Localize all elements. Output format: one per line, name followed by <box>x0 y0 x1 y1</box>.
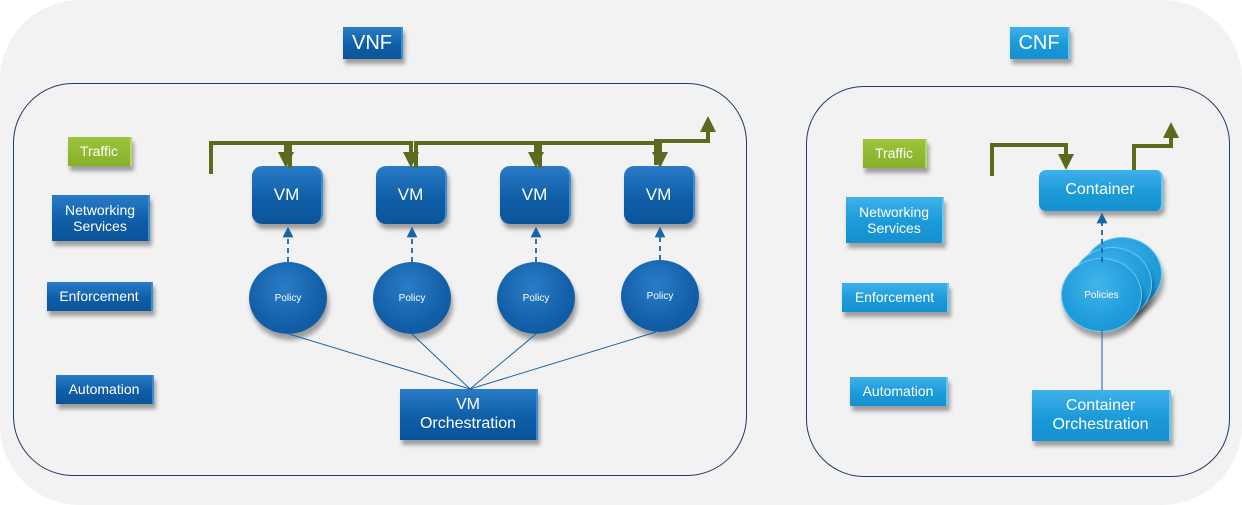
policies-stack-front: Policies <box>1061 258 1142 332</box>
vm-orchestration: VM Orchestration <box>400 389 538 440</box>
policy-circle: Policy <box>497 262 575 334</box>
cnf-title: CNF <box>1010 27 1070 59</box>
vm-orchestration-line1: VM <box>456 396 480 414</box>
vm-label: VM <box>273 185 300 205</box>
vm-box: VM <box>624 166 695 224</box>
cnf-legend-automation-text: Automation <box>862 383 934 400</box>
policy-label: Policy <box>522 292 550 304</box>
cnf-legend-traffic: Traffic <box>863 139 927 168</box>
vnf-legend-traffic-text: Traffic <box>79 143 119 160</box>
container-box: Container <box>1039 170 1163 211</box>
vm-label: VM <box>645 185 672 205</box>
vm-box: VM <box>252 166 323 224</box>
policy-circle: Policy <box>373 262 451 334</box>
vnf-legend-automation: Automation <box>56 375 154 404</box>
policies-label: Policies <box>1084 289 1119 301</box>
vnf-legend-enforcement: Enforcement <box>47 282 153 311</box>
policy-label: Policy <box>274 292 302 304</box>
vnf-legend-enforcement-text: Enforcement <box>59 288 139 305</box>
policy-label: Policy <box>646 290 674 302</box>
cnf-legend-automation: Automation <box>850 377 948 406</box>
vm-label: VM <box>521 185 548 205</box>
vm-box: VM <box>500 166 571 224</box>
policy-circle: Policy <box>249 262 327 334</box>
vnf-legend-traffic: Traffic <box>68 137 132 166</box>
policy-label: Policy <box>398 292 426 304</box>
container-orchestration-line2: Orchestration <box>1052 415 1149 433</box>
vm-box: VM <box>376 166 447 224</box>
vnf-title-text: VNF <box>352 31 392 54</box>
vnf-legend-networking-services: Networking Services <box>52 195 150 241</box>
container-label: Container <box>1065 181 1135 199</box>
vnf-legend-automation-text: Automation <box>68 381 140 398</box>
vm-label: VM <box>397 185 424 205</box>
policy-circle: Policy <box>621 260 699 332</box>
cnf-legend-networking-services-text: Networking Services <box>858 203 930 236</box>
container-orchestration-box: Container Orchestration <box>1032 390 1171 441</box>
vnf-title: VNF <box>343 27 403 59</box>
cnf-legend-enforcement-text: Enforcement <box>854 289 935 306</box>
vm-orchestration-line2: Orchestration <box>419 414 517 432</box>
cnf-legend-traffic-text: Traffic <box>874 145 914 162</box>
cnf-title-text: CNF <box>1018 31 1060 54</box>
cnf-legend-networking-services: Networking Services <box>846 197 944 243</box>
vnf-legend-networking-services-text: Networking Services <box>64 201 136 234</box>
cnf-legend-enforcement: Enforcement <box>842 283 949 312</box>
container-orchestration-line1: Container <box>1065 397 1136 415</box>
